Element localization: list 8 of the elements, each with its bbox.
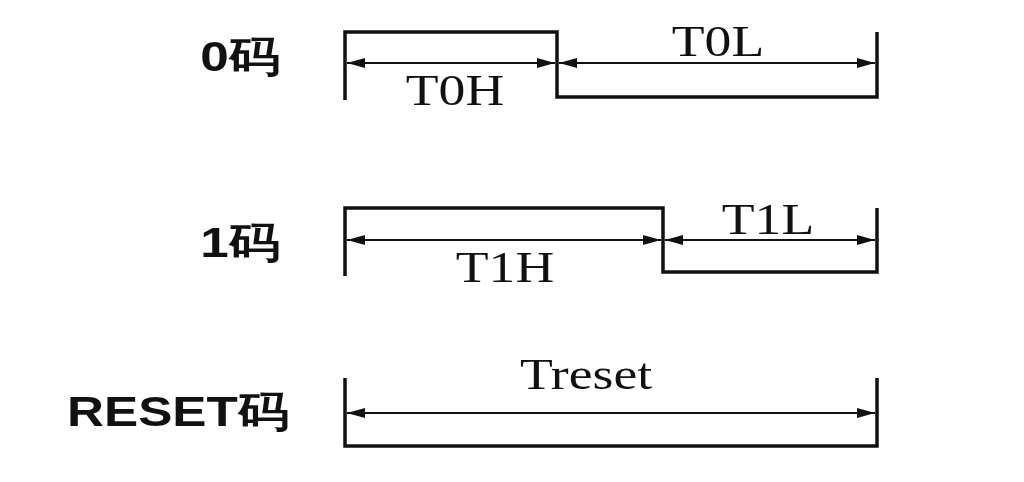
duration-label: T1H [455,246,555,290]
signal-name-label: 0码 [200,36,280,78]
duration-label: T0L [671,20,765,64]
duration-label: T0H [405,69,505,113]
duration-label: Treset [519,353,653,397]
signal-name-label: RESET码 [66,391,290,433]
duration-label: T1L [721,198,815,242]
signal-name-label: 1码 [200,222,280,264]
